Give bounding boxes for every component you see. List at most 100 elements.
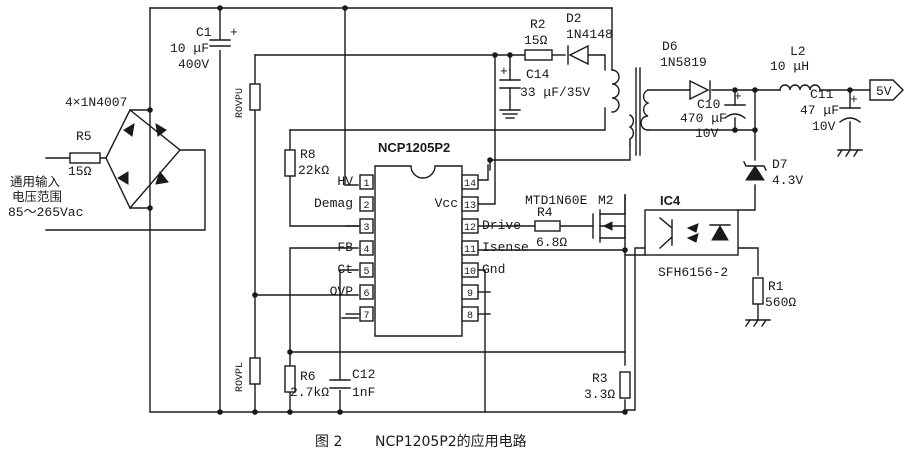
- ic-pin-5: [359, 262, 374, 278]
- ic-pin-number: 6: [363, 289, 369, 300]
- c11-ref: C11: [810, 87, 834, 102]
- r4-resistor: [534, 220, 561, 232]
- ic-pin-label: FB: [337, 240, 353, 255]
- r1-ref: R1: [768, 279, 784, 294]
- ic-pin-label: HV: [337, 174, 353, 189]
- svg-text:+: +: [850, 92, 858, 107]
- ic-pin-label: Ct: [337, 262, 353, 277]
- ic-pin-4: [359, 240, 374, 256]
- output-label: 5V: [876, 84, 892, 99]
- r1-resistor: [752, 277, 764, 305]
- c10-voltage: 10V: [695, 126, 719, 141]
- d7-ref: D7: [772, 157, 788, 172]
- c1-voltage: 400V: [178, 57, 209, 72]
- c11-value: 47 μF: [800, 103, 839, 118]
- r6-resistor: [284, 365, 296, 393]
- r5-resistor: [69, 152, 101, 164]
- ground-symbol: [745, 319, 771, 327]
- ic-pin-number: 3: [363, 223, 369, 234]
- ic-pin-12: [461, 218, 479, 234]
- rovpu-label: ROVPU: [235, 88, 246, 118]
- ic-pin-11: [461, 240, 479, 256]
- ic-pin-1: [359, 174, 374, 190]
- d6-value: 1N5819: [660, 55, 707, 70]
- ic-pin-number: 14: [464, 179, 476, 190]
- m2-part: MTD1N60E: [525, 193, 588, 208]
- ground-symbol: [837, 149, 863, 157]
- d7-value: 4.3V: [772, 173, 803, 188]
- input-label-line2: 电压范围: [12, 189, 62, 204]
- c12-value: 1nF: [352, 385, 375, 400]
- ic-pin-label: OVP: [330, 284, 354, 299]
- ic-pin-number: 7: [363, 311, 369, 322]
- svg-text:+: +: [230, 25, 238, 40]
- ic-name: NCP1205P2: [378, 140, 450, 155]
- c11-voltage: 10V: [812, 119, 836, 134]
- ic-pin-number: 9: [467, 289, 473, 300]
- d6-diode: [689, 79, 711, 101]
- r8-resistor: [284, 149, 296, 177]
- ic-pin-number: 10: [464, 267, 476, 278]
- c12-capacitor: [329, 379, 351, 390]
- r3-value: 3.3Ω: [584, 387, 615, 402]
- ic-pin-number: 5: [363, 267, 369, 278]
- c1-ref: C1: [196, 25, 212, 40]
- ic-pin-number: 2: [363, 201, 369, 212]
- d7-zener: [743, 161, 767, 181]
- mosfet-m2: [592, 194, 626, 243]
- bridge-label: 4×1N4007: [65, 95, 127, 110]
- r3-resistor: [619, 371, 631, 399]
- ic-pin-10: [461, 262, 479, 278]
- rovpl-label: ROVPL: [235, 362, 246, 392]
- ic-pin-number: 8: [467, 311, 473, 322]
- c12-ref: C12: [352, 367, 375, 382]
- svg-text:+: +: [734, 89, 742, 104]
- c14-ref: C14: [526, 67, 550, 82]
- r4-ref: R4: [537, 205, 553, 220]
- ic-pin-14: [461, 174, 479, 190]
- ic-pin-number: 12: [464, 223, 476, 234]
- ic-body: [374, 165, 463, 337]
- r2-resistor: [524, 49, 553, 61]
- d2-ref: D2: [566, 11, 582, 26]
- ic-pin-number: 1: [363, 179, 369, 190]
- rovpu-resistor: [249, 83, 261, 111]
- c14-capacitor: +: [499, 64, 521, 99]
- ic-pin-number: 13: [464, 201, 476, 212]
- ic-pin-13: [461, 196, 479, 212]
- r2-ref: R2: [530, 17, 546, 32]
- ic4-ref: IC4: [660, 193, 681, 208]
- ic-pin-6: [359, 284, 374, 300]
- optocoupler-ic4: [644, 209, 739, 256]
- ic-pin-label: Drive: [482, 218, 521, 233]
- ic-pin-label: Gnd: [482, 262, 505, 277]
- r5-value: 15Ω: [68, 164, 92, 179]
- r8-ref: R8: [300, 147, 316, 162]
- r1-value: 560Ω: [765, 295, 796, 310]
- ic-pin-2: [359, 196, 374, 212]
- c11-capacitor: +: [839, 92, 861, 123]
- figure-number: 图 2: [315, 434, 342, 450]
- r2-value: 15Ω: [524, 33, 548, 48]
- m2-ref: M2: [598, 193, 614, 208]
- ic-pin-number: 11: [464, 245, 476, 256]
- d6-ref: D6: [662, 39, 678, 54]
- rovpl-resistor: [249, 357, 261, 385]
- d2-value: 1N4148: [566, 27, 613, 42]
- figure-title: NCP1205P2的应用电路: [375, 433, 527, 450]
- c14-value: 33 μF/35V: [520, 85, 590, 100]
- d2-diode: [567, 44, 589, 66]
- l2-inductor: [779, 84, 821, 91]
- ic-pin-number: 4: [363, 245, 369, 256]
- c1-capacitor: +: [209, 25, 238, 50]
- c10-value: 470 μF: [680, 111, 727, 126]
- c10-capacitor: +: [724, 89, 746, 119]
- ground-symbol: [499, 109, 521, 119]
- ic-pin-label: Isense: [482, 240, 529, 255]
- l2-value: 10 μH: [770, 59, 809, 74]
- r4-value: 6.8Ω: [536, 235, 567, 250]
- r6-ref: R6: [300, 369, 316, 384]
- bridge-rectifier: [105, 108, 182, 210]
